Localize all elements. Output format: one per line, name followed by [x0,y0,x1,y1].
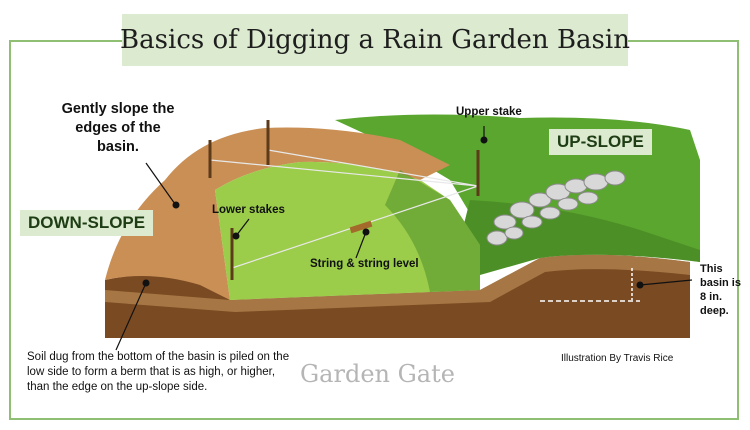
label-lower-stakes: Lower stakes [212,204,285,216]
basin-shade [385,170,480,292]
string-level [349,220,373,234]
label-upper-stake: Upper stake [456,106,522,118]
brand-logo: Garden Gate [300,360,455,388]
soil-layer [105,254,690,312]
label-string-level: String & string level [310,258,419,270]
pointer-dots [142,136,644,289]
diagram-title: Basics of Digging a Rain Garden Basin [120,25,630,55]
label-basin-depth: This basin is 8 in. deep. [700,263,741,317]
label-down-slope: DOWN-SLOPE [20,210,154,236]
label-soil-note: Soil dug from the bottom of the basin is… [27,351,290,393]
grass-right-slope [460,200,700,275]
title-banner: Basics of Digging a Rain Garden Basin [120,14,630,66]
illustration-credit: Illustration By Travis Rice [561,353,674,364]
stakes [208,120,480,280]
pointer-lines [115,126,693,351]
label-up-slope: UP-SLOPE [549,129,652,155]
label-gently-slope: Gently slope the edges of the basin. [61,101,175,155]
river-stones [486,170,626,246]
berm-wall [105,127,450,300]
